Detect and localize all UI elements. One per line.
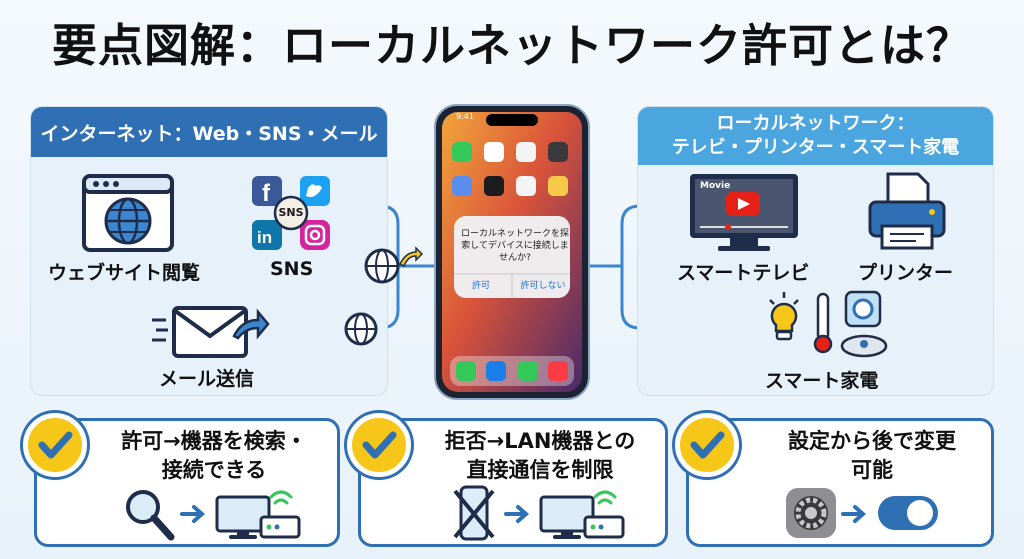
television-icon <box>690 174 798 251</box>
arrow-icon <box>180 505 206 523</box>
allow-card: 許可→機器を検索・ 接続できる <box>23 413 340 547</box>
page-title: 要点図解：ローカルネットワーク許可とは？ <box>51 19 972 72</box>
envelope-send-icon <box>152 306 270 358</box>
toggle-on-icon[interactable] <box>877 495 939 531</box>
appliance-label: スマート家電 <box>765 370 879 392</box>
allow-button[interactable]: 許可 <box>471 281 490 291</box>
deny-card: 拒否→LAN機器との 直接通信を制限 <box>347 413 668 547</box>
local-network-panel: ローカルネットワーク： テレビ・プリンター・スマート家電 <box>637 106 994 396</box>
deny-button[interactable]: 許可しない <box>520 281 566 291</box>
permission-dialog-text: ローカルネットワークを探索してデバイスに接続しませんか? <box>460 229 569 263</box>
deny-card-text: 拒否→LAN機器との 直接通信を制限 <box>421 427 659 485</box>
printer-icon <box>868 172 946 250</box>
allow-line2: 接続できる <box>161 458 267 482</box>
globe-icon <box>344 312 378 346</box>
gear-icon <box>786 488 836 538</box>
globe-window-icon <box>82 174 174 252</box>
web-label: ウェブサイト閲覧 <box>48 262 201 284</box>
local-network-panel-header: ローカルネットワーク： テレビ・プリンター・スマート家電 <box>638 107 993 165</box>
check-icon <box>675 413 739 477</box>
arrow-icon <box>504 505 530 523</box>
check-icon <box>347 413 411 477</box>
allow-line1: 許可→機器を検索・ <box>121 429 307 453</box>
allow-card-text: 許可→機器を検索・ 接続できる <box>97 427 331 485</box>
mail-label: メール送信 <box>159 368 255 390</box>
tv-caption: Movie <box>700 181 731 191</box>
internet-panel-header: インターネット：Web・SNS・メール <box>31 107 387 157</box>
sns-badge: SNS <box>278 206 304 219</box>
smartphone <box>434 104 590 400</box>
social-icons-cluster: f in <box>252 176 330 250</box>
smart-home-icon <box>769 290 888 358</box>
sns-label: SNS <box>270 258 314 280</box>
svg-text:f: f <box>262 180 271 207</box>
computer-and-router-icon <box>215 490 301 539</box>
settings-card: 設定から後で変更 可能 <box>675 413 994 547</box>
printer-label: プリンター <box>858 262 954 284</box>
settings-line2: 可能 <box>851 458 893 482</box>
check-icon <box>23 413 87 477</box>
magnifier-icon <box>126 490 175 541</box>
status-time: 9:41 <box>456 112 474 121</box>
deny-line1: 拒否→LAN機器との <box>444 429 636 453</box>
svg-text:in: in <box>257 228 272 247</box>
deny-line2: 直接通信を制限 <box>466 458 614 482</box>
globe-icon <box>364 246 424 284</box>
crossed-phone-icon <box>453 485 495 541</box>
settings-line1: 設定から後で変更 <box>788 429 956 453</box>
local-header-line1: ローカルネットワーク： <box>716 113 915 134</box>
settings-card-text: 設定から後で変更 可能 <box>759 427 985 485</box>
right-connector <box>620 204 758 330</box>
computer-and-router-icon <box>539 490 625 539</box>
local-header-line2: テレビ・プリンター・スマート家電 <box>671 137 960 158</box>
tv-label: スマートテレビ <box>677 262 810 284</box>
arrow-icon <box>841 505 867 523</box>
